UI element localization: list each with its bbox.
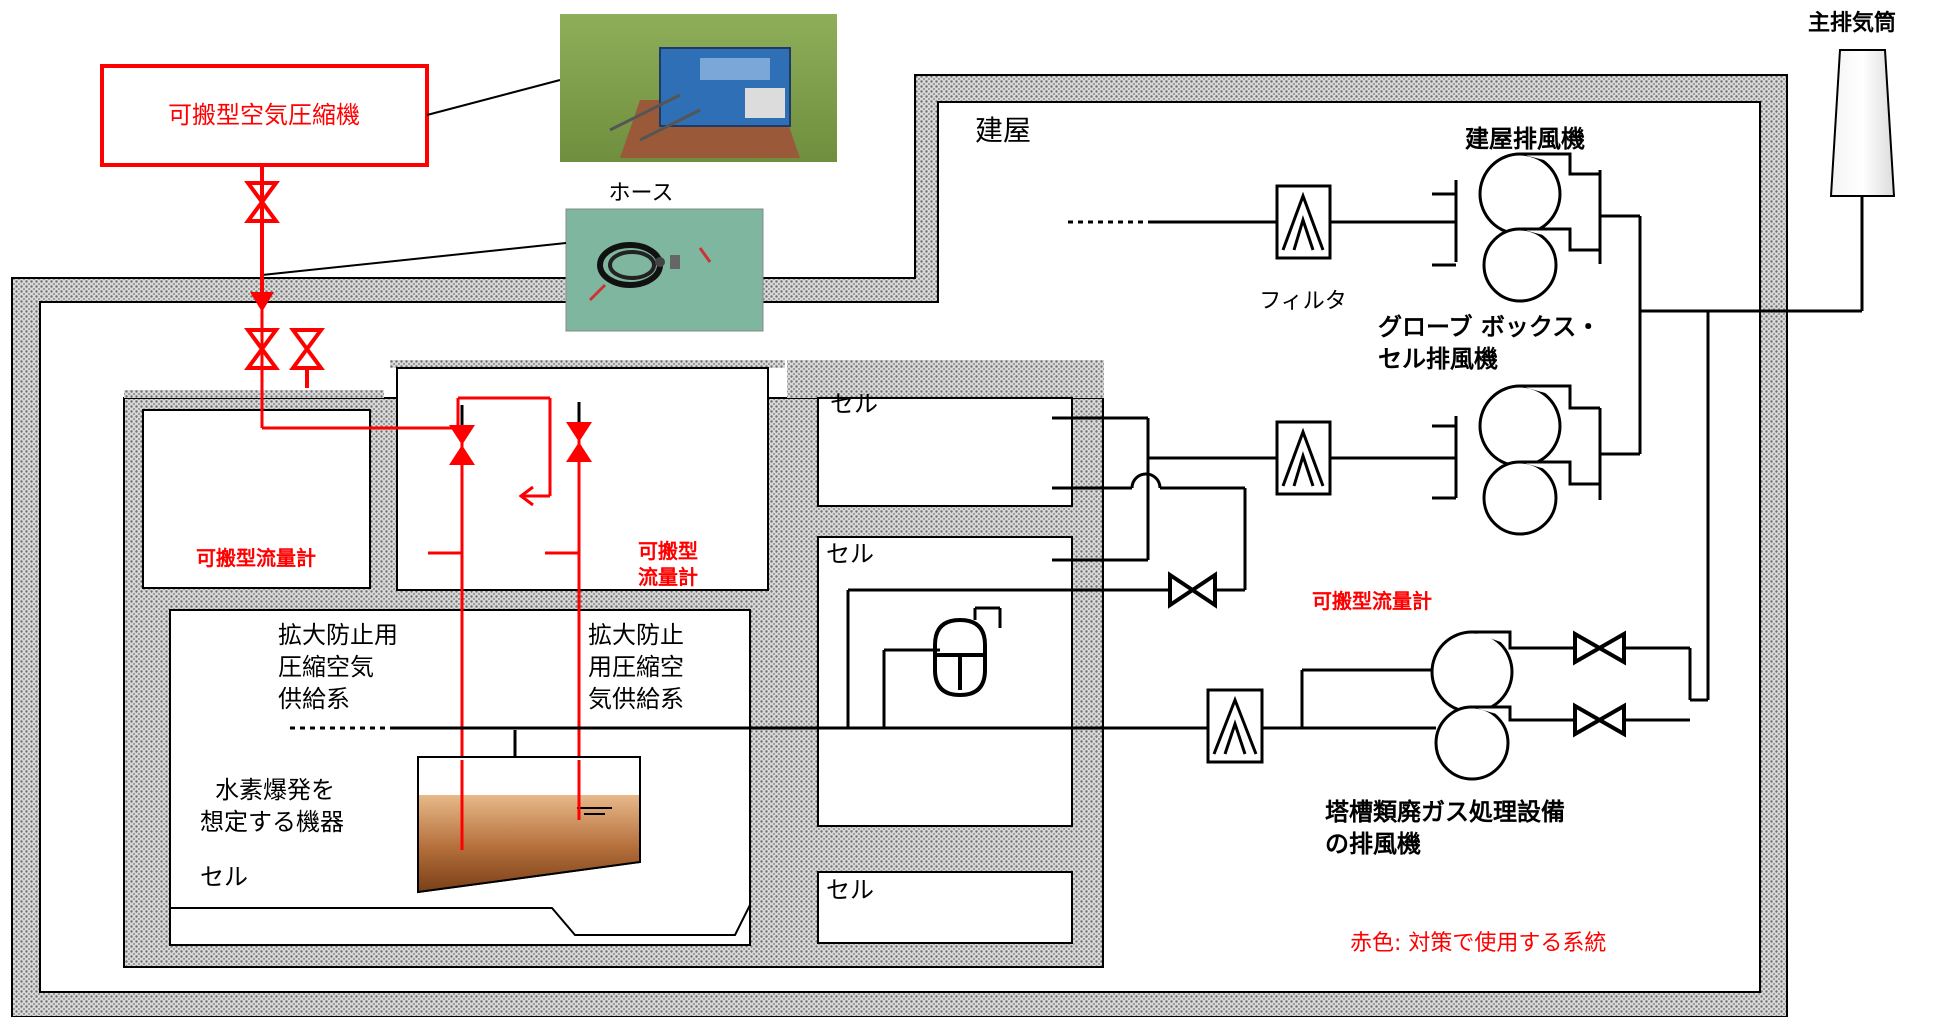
gb-fan-label-1: グローブ ボックス・: [1378, 313, 1600, 341]
valve-icon: [566, 422, 592, 462]
supply-right-label-3: 気供給系: [588, 685, 684, 713]
cell-label-c: セル: [826, 876, 874, 904]
cell-label-vessel: セル: [200, 863, 248, 891]
supply-left-label-1: 拡大防止用: [278, 621, 398, 649]
building-walls: [11, 74, 1788, 1017]
flowmeter-left-label: 可搬型流量計: [196, 546, 316, 570]
valve-icon: [244, 181, 280, 223]
cell-label-b: セル: [826, 540, 874, 568]
cell-label-a: セル: [830, 390, 878, 418]
fan-icon: [1478, 384, 1600, 536]
cell-room-middle-upper: [396, 367, 769, 591]
flowmeter-mid-label-2: 流量計: [638, 565, 698, 589]
supply-left-label-3: 供給系: [278, 685, 350, 713]
cell-room-b: [817, 536, 1073, 827]
compressor-box: [100, 64, 429, 167]
gb-fan-label-2: セル排風機: [1378, 345, 1498, 373]
vessel-label-1: 水素爆発を: [215, 776, 335, 804]
hose-photo: [565, 208, 764, 332]
valve-icon: [1573, 702, 1626, 738]
scrubber-icon: [933, 617, 987, 698]
legend-text: 赤色: 対策で使用する系統: [1350, 931, 1606, 956]
compressor-label: 可搬型空気圧縮機: [168, 101, 360, 129]
valve-icon: [1168, 571, 1217, 609]
offgas-fan-label-1: 塔槽類廃ガス処理設備: [1325, 798, 1565, 826]
flowmeter-right-label: 可搬型流量計: [1312, 589, 1432, 613]
building-label: 建屋: [975, 114, 1031, 147]
supply-right-label-1: 拡大防止: [588, 621, 684, 649]
stack-icon: [1829, 49, 1896, 197]
filter-icon: [1275, 420, 1332, 496]
offgas-fan-label-2: の排風機: [1325, 830, 1421, 858]
cell-room-left-upper: [142, 409, 371, 589]
fan-icon: [1430, 630, 1518, 781]
filter-icon: [1275, 184, 1332, 260]
fan-icon: [1478, 152, 1600, 303]
exhaust-piping: [290, 170, 1864, 730]
filter-icon: [1206, 688, 1264, 764]
vessel: [417, 730, 641, 894]
cell-room-a: [817, 397, 1073, 507]
building-fan-label: 建屋排風機: [1465, 125, 1585, 153]
valve-icon: [289, 328, 325, 388]
cell-room-c: [817, 871, 1073, 944]
filter-label: フィルタ: [1259, 289, 1347, 314]
valve-icon: [449, 425, 475, 465]
compressor-photo: [560, 14, 837, 162]
supply-right-label-2: 用圧縮空: [588, 653, 684, 681]
vessel-label-2: 想定する機器: [200, 808, 344, 836]
hose-label: ホース: [609, 181, 674, 206]
stack-label: 主排気筒: [1808, 10, 1896, 36]
valve-icon: [1573, 630, 1626, 666]
valve-icon: [244, 328, 280, 370]
supply-left-label-2: 圧縮空気: [278, 653, 374, 681]
flowmeter-mid-label-1: 可搬型: [638, 539, 698, 563]
